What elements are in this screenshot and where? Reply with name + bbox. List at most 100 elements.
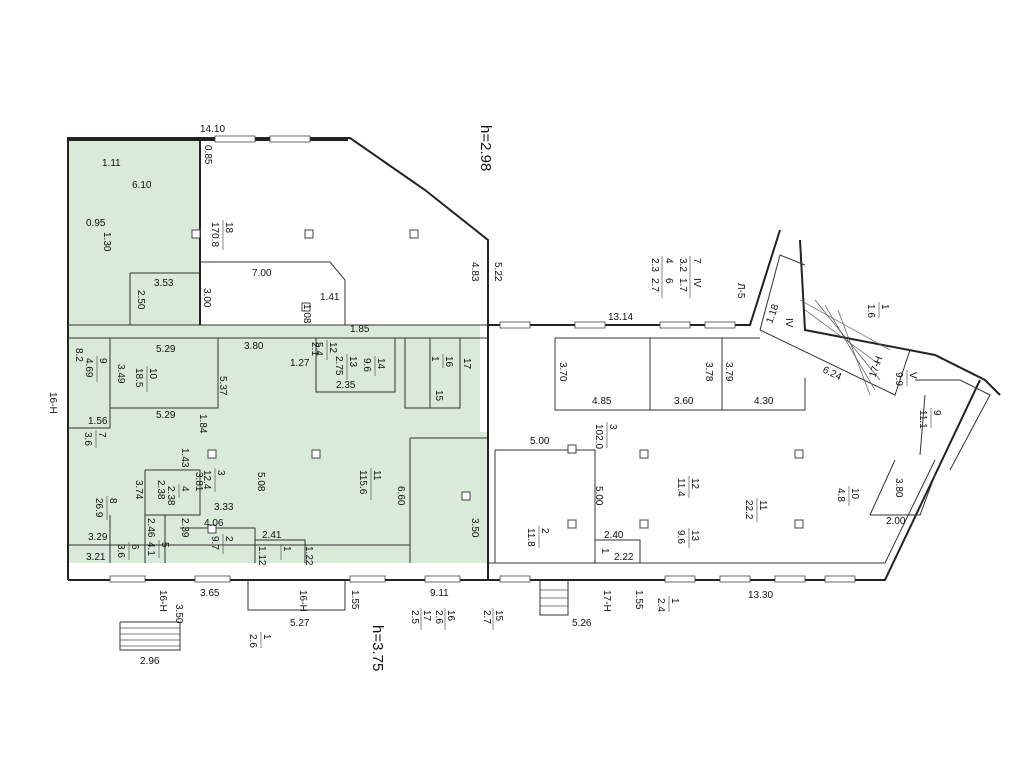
svg-text:6: 6 — [663, 278, 674, 284]
dim-5-08: 5.08 — [255, 472, 266, 492]
room-8: 826.9 — [93, 496, 118, 520]
room-10-right: 104.8 — [835, 486, 860, 506]
dim-3-79: 3.79 — [723, 362, 734, 382]
svg-text:11.1: 11.1 — [917, 410, 928, 429]
svg-text:12: 12 — [327, 342, 338, 354]
dim-2-96: 2.96 — [140, 656, 160, 667]
dim-16h-bottom-2: 16-H — [297, 590, 308, 612]
svg-text:15: 15 — [493, 610, 504, 622]
dim-3-21: 3.21 — [86, 552, 106, 563]
svg-text:11.8: 11.8 — [525, 528, 536, 547]
room-4: 42.38 — [165, 484, 190, 506]
dim-2-40: 2.40 — [604, 530, 624, 541]
dim-16h-left: 16-H — [47, 392, 58, 414]
room-1-bottom-left: 12.6 — [247, 632, 272, 648]
svg-text:2.5: 2.5 — [409, 610, 420, 624]
room-5: 54.1 — [145, 540, 170, 558]
dim-6-24: 6.24 — [821, 365, 844, 383]
svg-text:IV: IV — [783, 318, 794, 328]
dim-2-39: 2.39 — [179, 518, 190, 538]
svg-text:12.4: 12.4 — [201, 470, 212, 490]
table-top-right: 7 IV 3.2 1.7 4 6 2.3 2.7 — [649, 256, 702, 298]
dim-3-60: 3.60 — [674, 396, 694, 407]
dim-5-00-v: 5.00 — [593, 486, 604, 506]
svg-text:1.6: 1.6 — [865, 304, 876, 318]
dim-6-10: 6.10 — [132, 180, 152, 191]
dim-1-08: 1.08 — [301, 304, 312, 324]
dim-1-55-right: 1.55 — [633, 590, 644, 610]
svg-text:22.2: 22.2 — [743, 500, 754, 520]
dim-5-26: 5.26 — [572, 618, 592, 629]
room-2-right: 211.8 — [525, 526, 550, 548]
svg-text:V: V — [907, 372, 918, 379]
svg-text:1: 1 — [879, 304, 890, 310]
room-1-stair: 11.6 — [865, 302, 890, 318]
dim-2-22: 2.22 — [614, 552, 634, 563]
svg-text:2.4: 2.4 — [655, 598, 666, 612]
room-1-left: 1 — [280, 544, 292, 560]
dim-4-83: 4.83 — [469, 262, 480, 282]
room-14: 149.6 — [361, 356, 386, 376]
svg-text:9.6: 9.6 — [361, 358, 372, 372]
dim-2-46: 2.46 — [145, 518, 156, 538]
svg-text:115.6: 115.6 — [357, 470, 368, 495]
svg-text:2: 2 — [223, 536, 234, 542]
dim-3-29: 3.29 — [88, 532, 108, 543]
svg-text:3.6: 3.6 — [82, 432, 93, 446]
room-12: 125.4 — [313, 340, 338, 360]
room-9-right: 911.1 — [917, 408, 942, 429]
dim-1-56: 1.56 — [88, 416, 108, 427]
svg-text:1: 1 — [429, 356, 440, 362]
dim-6-60: 6.60 — [395, 486, 406, 506]
dim-2-1: 2.1 — [309, 342, 320, 356]
svg-text:10: 10 — [147, 368, 158, 380]
dim-1-43: 1.43 — [179, 448, 190, 468]
dim-1-30: 1.30 — [101, 232, 112, 252]
room-1-right: 1 — [599, 548, 610, 554]
svg-text:16: 16 — [443, 356, 454, 368]
dim-1-22: 1.22 — [303, 546, 314, 566]
svg-text:2.75: 2.75 — [333, 356, 344, 376]
svg-text:4: 4 — [663, 258, 674, 264]
svg-text:4: 4 — [179, 486, 190, 492]
dim-1-85: 1.85 — [350, 324, 370, 335]
svg-text:11.4: 11.4 — [675, 478, 686, 497]
table-bottom-mid: 17 2.5 16 2.6 15 2.7 — [409, 608, 504, 630]
svg-text:17: 17 — [421, 610, 432, 622]
svg-text:3.2: 3.2 — [677, 258, 688, 272]
svg-text:16: 16 — [445, 610, 456, 622]
dim-5-22: 5.22 — [492, 262, 503, 282]
svg-text:9.7: 9.7 — [209, 536, 220, 550]
svg-text:9: 9 — [931, 410, 942, 416]
room-iv-stair: IV — [783, 318, 794, 328]
dim-13-30: 13.30 — [748, 590, 773, 601]
room-3: 312.4 — [201, 468, 226, 492]
svg-text:7: 7 — [691, 258, 702, 264]
room-6: 63.6 — [115, 542, 140, 560]
svg-text:11: 11 — [371, 470, 382, 481]
dim-3-65: 3.65 — [200, 588, 220, 599]
svg-text:4.8: 4.8 — [835, 488, 846, 502]
svg-text:12: 12 — [689, 478, 700, 490]
dim-16h-bottom: 16-H — [157, 590, 168, 612]
dim-5-27: 5.27 — [290, 618, 310, 629]
height-bottom: h=3.75 — [369, 625, 386, 671]
dim-3-74: 3.74 — [133, 480, 144, 500]
interior-walls — [68, 140, 991, 580]
dim-2-50: 2.50 — [135, 290, 146, 310]
dim-5-37: 5.37 — [217, 376, 228, 396]
dim-3-70: 3.70 — [557, 362, 568, 382]
room-9: 94.69 — [83, 356, 108, 382]
room-1-bottom-right: 12.4 — [655, 596, 680, 612]
staircase — [119, 254, 911, 651]
dim-3-00: 3.00 — [201, 288, 212, 308]
svg-text:13: 13 — [689, 530, 700, 542]
dim-1-11: 1.11 — [102, 158, 121, 169]
dim-3-80-right: 3.80 — [893, 478, 904, 498]
svg-text:10: 10 — [849, 488, 860, 500]
